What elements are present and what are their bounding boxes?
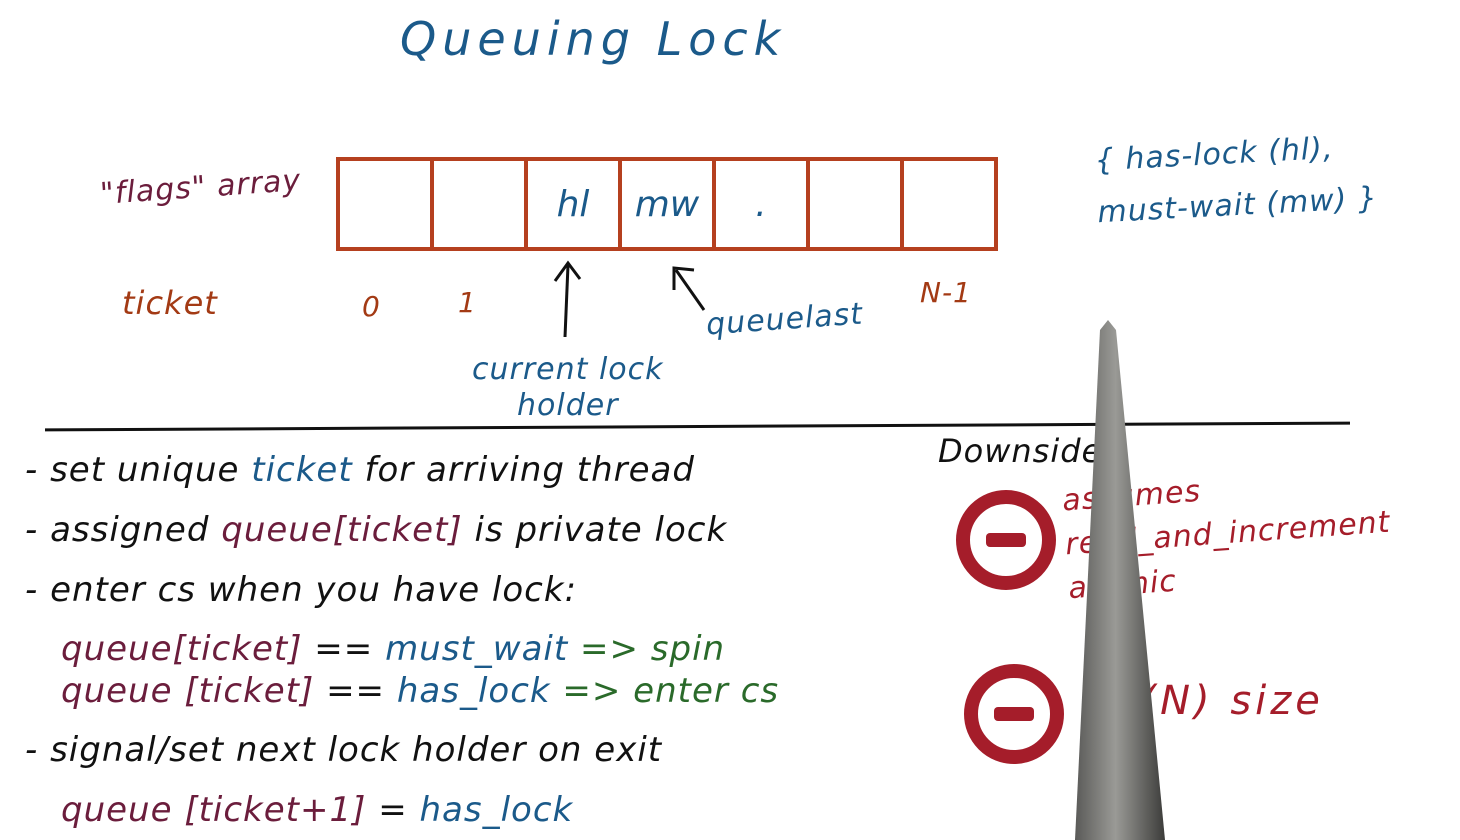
queuelast-label: queuelast (704, 296, 865, 343)
queuelast-arrow-icon (672, 266, 706, 311)
cond1-action: => spin (568, 629, 726, 669)
step1-text-b: for arriving thread (352, 450, 695, 490)
minus-circle-icon (956, 490, 1056, 590)
cond3-queue: queue [ticket+1] (61, 790, 367, 830)
array-cell-1 (434, 161, 528, 247)
array-cell-3: mw (622, 161, 716, 247)
array-cell-2: hl (528, 161, 622, 247)
cond1-eq: == (302, 629, 386, 669)
cond2-action: => enter cs (550, 671, 780, 711)
page-title: Queuing Lock (400, 12, 787, 66)
current-lock-holder-label: current lock holder (472, 352, 664, 424)
cond2-queue: queue [ticket] (61, 671, 315, 711)
index-0: 0 (362, 290, 381, 323)
array-cell-5 (810, 161, 904, 247)
ticket-label: ticket (122, 284, 218, 322)
step1-ticket: ticket (251, 450, 353, 490)
cond3-value: has_lock (419, 790, 574, 830)
flag-values-legend: { has-lock (hl), must-wait (mw) } (1093, 121, 1379, 240)
step2-queue: queue[ticket] (221, 510, 463, 550)
holder-arrow-icon (553, 260, 582, 338)
downside-title: Downside: (938, 432, 1115, 470)
step2-text-b: is private lock (462, 510, 728, 550)
holder-label-line1: current lock (472, 352, 664, 387)
condition-must-wait: queue[ticket] == must_wait => spin (25, 628, 779, 670)
pen-icon (1075, 320, 1165, 840)
algorithm-steps: - set unique ticket for arriving thread … (25, 440, 779, 840)
array-cell-4: . (716, 161, 810, 247)
minus-circle-icon (964, 664, 1064, 764)
step-signal-next: - signal/set next lock holder on exit (25, 730, 663, 770)
cond1-value: must_wait (385, 629, 569, 669)
step1-text-a: - set unique (25, 450, 252, 490)
cond1-queue: queue[ticket] (61, 629, 303, 669)
array-cell-6 (904, 161, 994, 247)
array-cell-0 (340, 161, 434, 247)
condition-next-holder: queue [ticket+1] = has_lock (25, 780, 779, 840)
holder-label-line2: holder (516, 388, 619, 423)
step-set-ticket: - set unique ticket for arriving thread (25, 440, 779, 500)
cond2-value: has_lock (396, 671, 551, 711)
index-1: 1 (458, 286, 477, 319)
step2-text-a: - assigned (25, 510, 222, 550)
cond3-eq: = (366, 790, 420, 830)
condition-has-lock: queue [ticket] == has_lock => enter cs (25, 670, 779, 712)
flags-array-label: "flags" array (99, 163, 303, 212)
flags-array: hl mw . (336, 157, 998, 251)
step-enter-cs: - enter cs when you have lock: (25, 570, 578, 610)
index-n-minus-1: N-1 (920, 276, 972, 309)
cond2-eq: == (314, 671, 397, 711)
step-assigned-queue: - assigned queue[ticket] is private lock (25, 500, 779, 560)
